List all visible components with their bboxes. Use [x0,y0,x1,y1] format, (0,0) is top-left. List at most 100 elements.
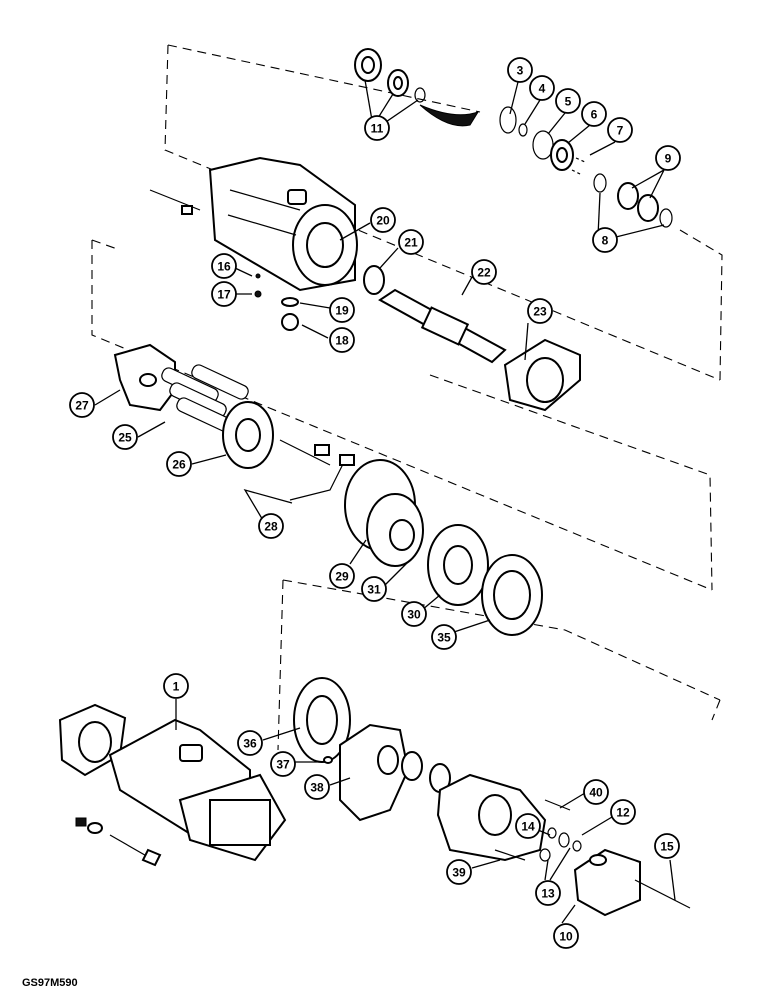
callout-19: 19 [329,297,355,323]
callout-number: 38 [310,781,324,795]
callout-number: 6 [591,108,598,122]
callout-circle [535,880,561,906]
callout-circle [361,576,387,602]
callout-7: 7 [607,117,633,143]
callout-circle [304,774,330,800]
callout-circle [401,601,427,627]
callout-number: 17 [217,288,231,302]
callout-circle [607,117,633,143]
front-housing [149,156,358,292]
callout-35: 35 [431,624,457,650]
callout-number: 16 [217,260,231,274]
callout-circle [583,779,609,805]
callout-number: 30 [407,608,421,622]
callout-circle [270,751,296,777]
callout-circle [515,813,541,839]
callout-9: 9 [655,145,681,171]
callout-labels: 1345678910111213141516171819202122232526… [69,57,681,949]
callout-39: 39 [446,859,472,885]
callout-number: 36 [243,737,257,751]
callout-number: 7 [617,124,624,138]
shaft-assembly [254,265,581,412]
callout-number: 1 [173,680,180,694]
callout-circle [329,327,355,353]
shaft-seal-group [354,48,673,228]
callout-number: 29 [335,570,349,584]
callout-30: 30 [401,601,427,627]
callout-number: 18 [335,334,349,348]
callout-23: 23 [527,298,553,324]
callout-number: 27 [75,399,89,413]
callout-number: 11 [371,122,384,136]
callout-number: 12 [616,806,630,820]
callout-circle [398,229,424,255]
callout-number: 37 [276,758,290,772]
rear-housing-parts [293,677,691,917]
callout-number: 35 [437,631,451,645]
callout-1: 1 [163,673,189,699]
callout-26: 26 [166,451,192,477]
callout-27: 27 [69,392,95,418]
callout-number: 40 [589,786,603,800]
callout-16: 16 [211,253,237,279]
group-outline-rotating-group [91,239,713,591]
callout-number: 14 [521,820,535,834]
callout-18: 18 [329,327,355,353]
callout-circle [654,833,680,859]
callout-number: 10 [559,930,573,944]
callout-number: 13 [541,887,555,901]
callout-circle [507,57,533,83]
callout-4: 4 [529,75,555,101]
callout-25: 25 [112,424,138,450]
callout-5: 5 [555,88,581,114]
callout-6: 6 [581,101,607,127]
callout-37: 37 [270,751,296,777]
callout-17: 17 [211,281,237,307]
callout-circle [431,624,457,650]
callout-8: 8 [592,227,618,253]
callout-number: 5 [565,95,572,109]
callout-number: 26 [172,458,186,472]
callout-circle [69,392,95,418]
rotating-group-parts [113,343,543,636]
callout-circle [610,799,636,825]
callout-number: 28 [264,520,278,534]
callout-28: 28 [258,513,284,539]
callout-circle [592,227,618,253]
callout-36: 36 [237,730,263,756]
assembled-pump [58,703,287,867]
callout-number: 4 [539,82,546,96]
callout-circle [446,859,472,885]
callout-10: 10 [553,923,579,949]
callout-circle [364,115,390,141]
callout-13: 13 [535,880,561,906]
group-outline-front-housing [164,44,723,381]
callout-circle [529,75,555,101]
callout-circle [166,451,192,477]
callout-circle [329,297,355,323]
callout-circle [527,298,553,324]
callout-circle [163,673,189,699]
callout-circle [237,730,263,756]
callout-number: 23 [533,305,547,319]
callout-12: 12 [610,799,636,825]
callout-circle [112,424,138,450]
callout-number: 9 [665,152,672,166]
callout-number: 8 [602,234,609,248]
callout-number: 20 [376,214,390,228]
callout-circle [555,88,581,114]
callout-number: 19 [335,304,349,318]
callout-circle [211,281,237,307]
callout-circle [329,563,355,589]
callout-circle [370,207,396,233]
callout-circle [211,253,237,279]
callout-number: 21 [404,236,418,250]
callout-number: 22 [477,266,491,280]
callout-number: 25 [118,431,132,445]
callout-circle [553,923,579,949]
callout-21: 21 [398,229,424,255]
callout-11: 11 [364,115,390,141]
callout-14: 14 [515,813,541,839]
callout-circle [655,145,681,171]
callout-circle [581,101,607,127]
